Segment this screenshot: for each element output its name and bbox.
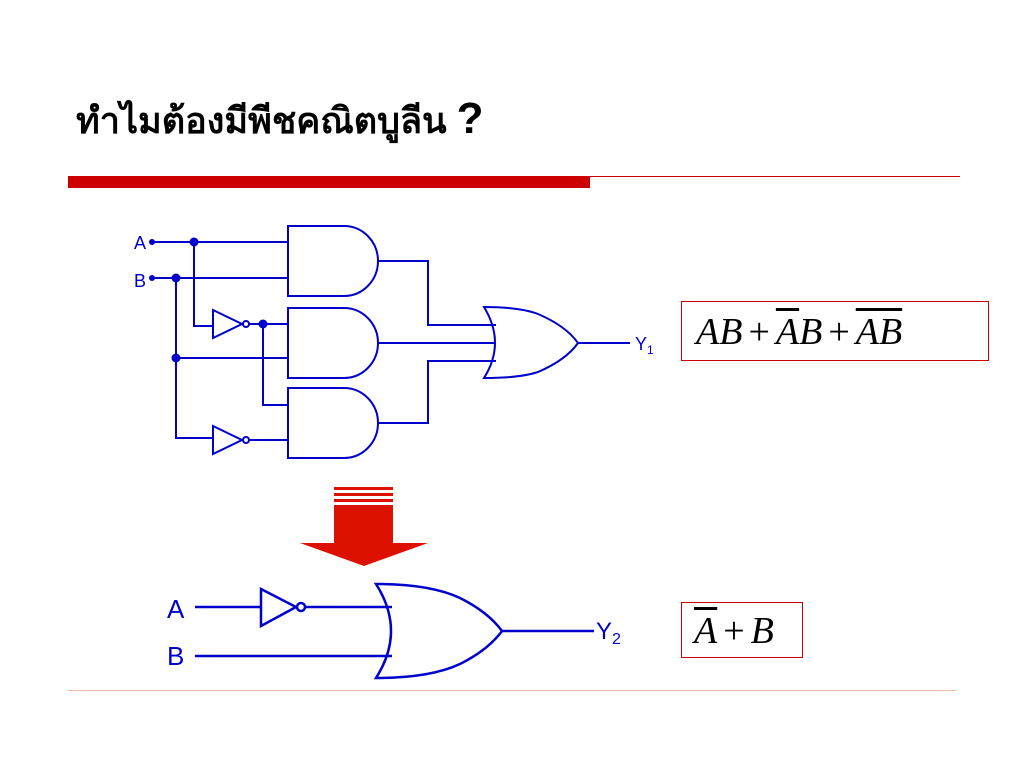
- and-gate: [287, 387, 379, 459]
- down-arrow-icon: [300, 487, 428, 566]
- not-gate: [212, 424, 245, 456]
- not-gate: [259, 586, 299, 629]
- title-question-mark: ?: [456, 94, 484, 143]
- junction-dot: [258, 319, 268, 329]
- footer-rule: [68, 690, 956, 691]
- eq2-term-not-a: A: [694, 610, 718, 652]
- or-gate: [373, 582, 504, 680]
- junction-dot: [149, 239, 155, 245]
- not-gate-bubble: [295, 601, 307, 613]
- equation-1-box: AB+AB+AB: [681, 301, 989, 361]
- title-underline-thick: [68, 176, 590, 188]
- eq1-term-ab: AB: [696, 311, 743, 353]
- slide-title: ทำไมต้องมีพีชคณิตบูลีน?: [76, 92, 484, 149]
- junction-dot: [171, 273, 181, 283]
- circuit2-input-b-label: B: [167, 641, 184, 671]
- and-gate: [287, 307, 379, 379]
- eq1-term-not-b: B: [878, 311, 903, 353]
- not-gate: [212, 308, 245, 340]
- eq1-term-b: B: [799, 311, 823, 353]
- circuit1-output-label: Y1: [635, 334, 654, 357]
- circuit-1: A B Y1: [134, 225, 654, 459]
- eq1-term-not-a-2: A: [855, 311, 879, 353]
- equation-2-box: A+B: [681, 602, 803, 658]
- eq2-plus: +: [723, 610, 745, 652]
- circuit1-wire-a: [152, 241, 288, 327]
- circuit1-wire-not-a: [249, 323, 288, 406]
- circuit1-wire-and3: [378, 360, 496, 424]
- not-gate-bubble: [242, 320, 250, 328]
- eq1-plus-1: +: [748, 311, 770, 353]
- circuit1-input-a-label: A: [134, 233, 146, 253]
- or-gate: [482, 305, 580, 380]
- and-gate: [287, 225, 379, 297]
- circuit-2: A B Y2: [167, 582, 621, 680]
- circuit2-input-a-label: A: [167, 594, 185, 624]
- circuit1-input-b-label: B: [134, 271, 146, 291]
- title-text: ทำไมต้องมีพีชคณิตบูลีน: [76, 101, 447, 142]
- eq2-term-b: B: [750, 610, 774, 652]
- eq1-plus-2: +: [828, 311, 850, 353]
- junction-dot: [149, 275, 155, 281]
- circuit1-wire-and1: [378, 260, 496, 326]
- eq1-term-not-a: A: [775, 311, 800, 353]
- junction-dot: [189, 237, 199, 247]
- title-underline-thin: [590, 176, 960, 177]
- junction-dot: [171, 353, 181, 363]
- circuit2-output-label: Y2: [596, 618, 621, 648]
- not-gate-bubble: [242, 436, 250, 444]
